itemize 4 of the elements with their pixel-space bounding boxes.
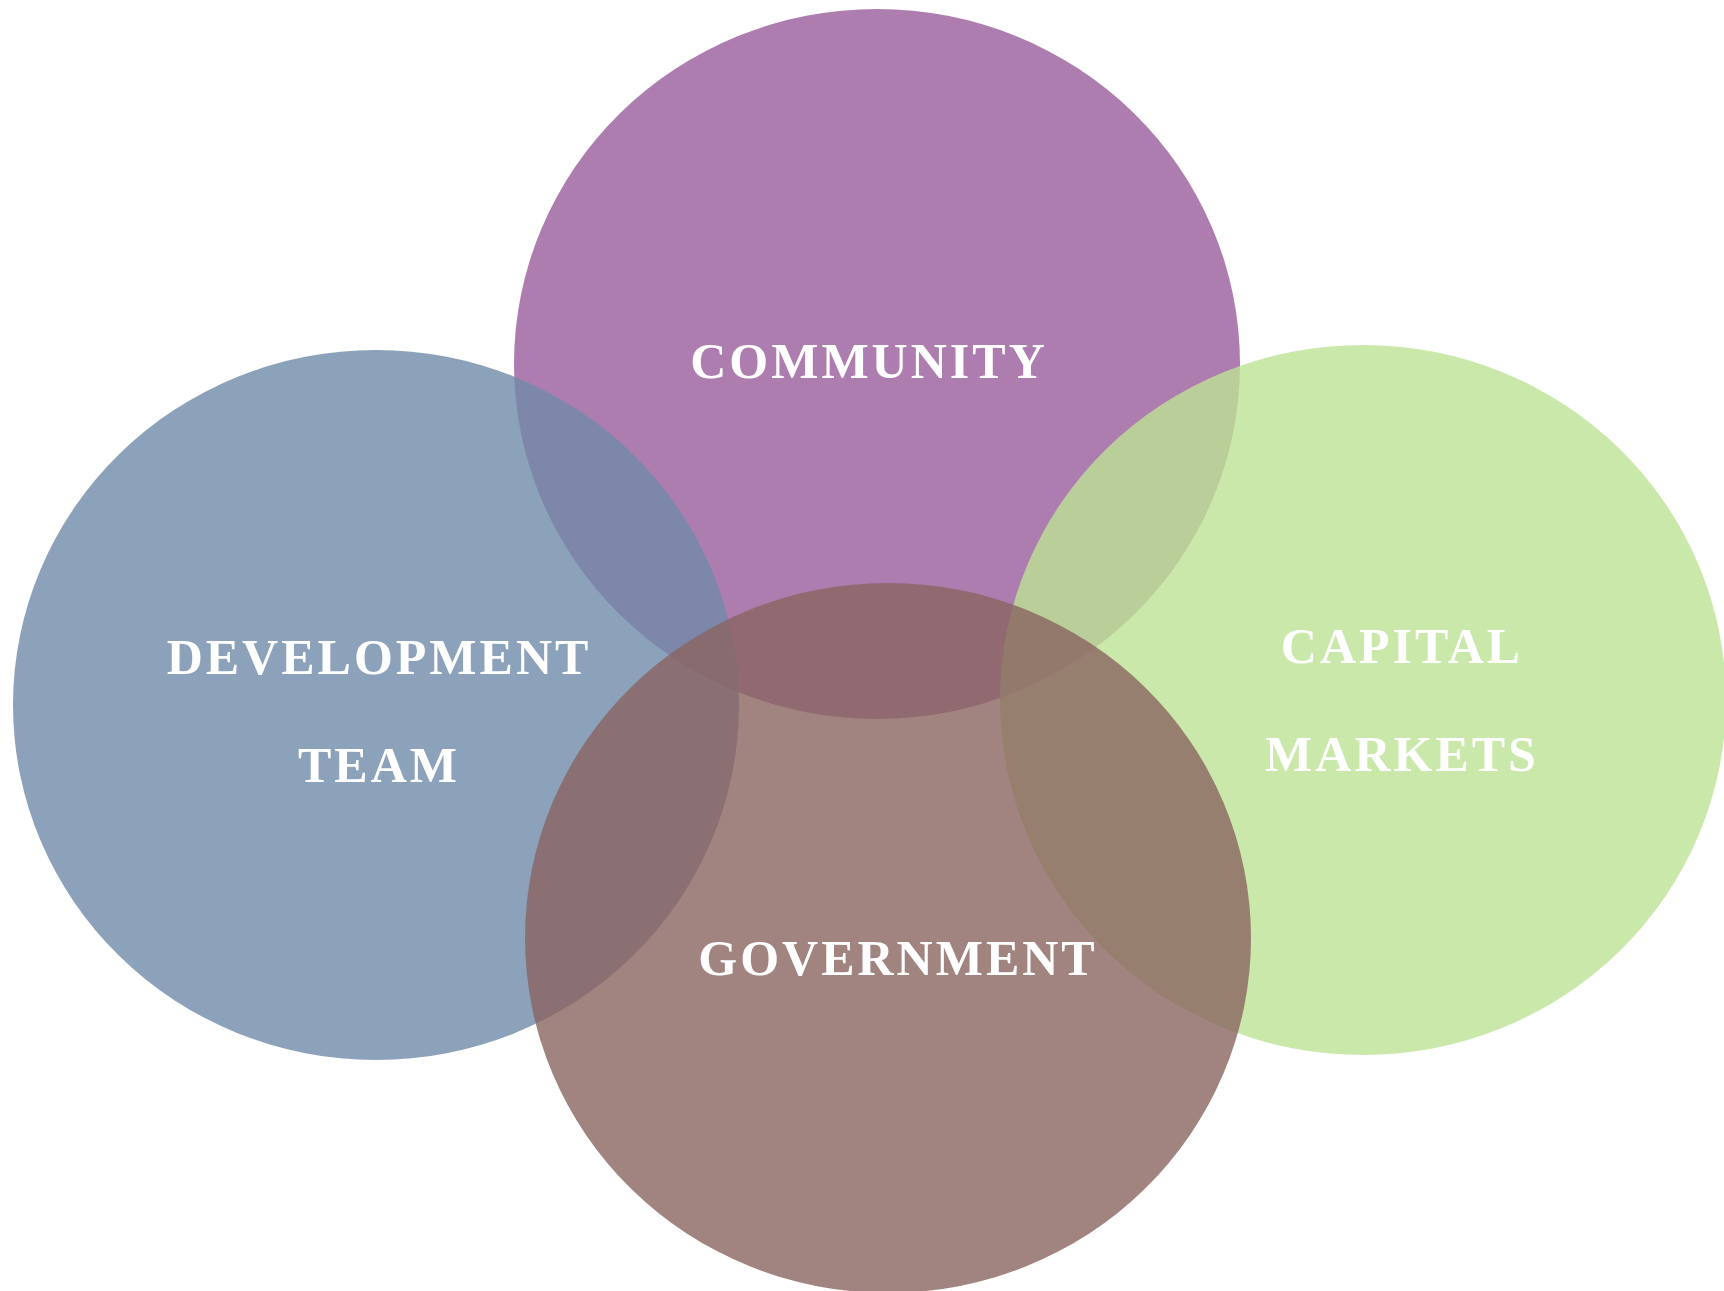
circle-label: COMMUNITY xyxy=(689,332,1049,391)
circle-label: DEVELOPMENT TEAM xyxy=(165,628,593,795)
circle-label: CAPITAL MARKETS xyxy=(1264,617,1540,784)
circle-label: GOVERNMENT xyxy=(697,929,1099,988)
